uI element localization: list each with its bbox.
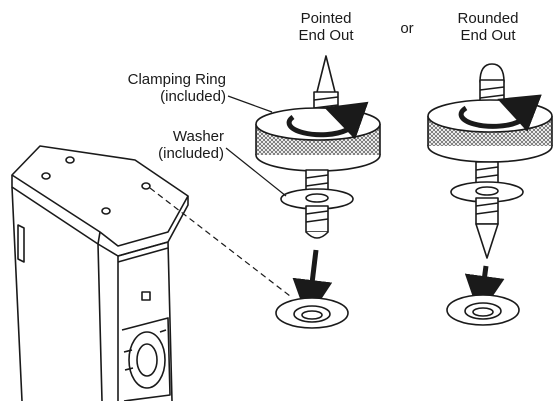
speaker-front-panel (118, 242, 168, 262)
speaker-button (142, 292, 150, 300)
rounded-label-line1: Rounded (443, 10, 533, 27)
or-label: or (394, 20, 420, 37)
clamping-ring-label: Clamping Ring (included) (84, 71, 226, 105)
speaker-cabinet (12, 146, 188, 401)
speaker-woofer-cone (129, 332, 165, 388)
hole-inset (276, 298, 348, 328)
washer-label-line2: (included) (118, 145, 224, 162)
pointed-label-line1: Pointed (281, 10, 371, 27)
pointed-label-line2: End Out (281, 27, 371, 44)
washer-label: Washer (included) (118, 128, 224, 162)
washer-label-line1: Washer (118, 128, 224, 145)
rounded-label-line2: End Out (443, 27, 533, 44)
spike-pointed-end-out (256, 56, 380, 328)
clamp-leader-line (228, 96, 272, 112)
hole-inset (447, 295, 519, 325)
pointed-bottom (476, 224, 498, 258)
rounded-end-out-label: Rounded End Out (443, 10, 533, 44)
clamp-label-line1: Clamping Ring (84, 71, 226, 88)
insert-arrow (310, 250, 316, 300)
insert-arrow (482, 266, 486, 296)
spike-rounded-end-out (428, 64, 552, 325)
pointed-tip (316, 56, 336, 96)
clamp-label-line2: (included) (84, 88, 226, 105)
pointed-end-out-label: Pointed End Out (281, 10, 371, 44)
